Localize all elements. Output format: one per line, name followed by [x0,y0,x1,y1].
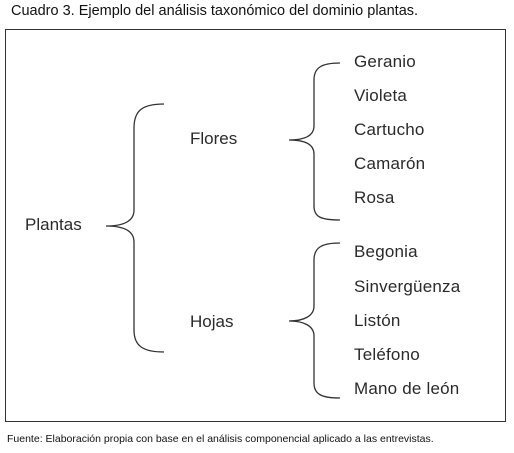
leaf-item: Mano de león [354,379,460,398]
leaf-item: Sinvergüenza [354,277,461,296]
branch-flores: Flores [190,129,238,148]
leaf-item: Rosa [354,188,395,207]
leaf-item: Violeta [354,86,408,105]
taxonomy-diagram: Plantas Flores Hojas Geranio Violeta Car… [5,29,506,422]
leaf-item: Camarón [354,154,426,173]
branch-hojas: Hojas [190,312,234,331]
leaf-item: Cartucho [354,120,425,139]
root-node: Plantas [25,215,82,234]
leaf-item: Listón [354,311,401,330]
hojas-brace [288,242,341,399]
leaf-item: Geranio [354,52,416,71]
leaf-item: Begonia [354,242,418,261]
flores-brace [288,62,341,221]
root-brace [105,103,165,353]
leaf-item: Teléfono [354,345,420,364]
source-note: Fuente: Elaboración propia con base en e… [7,433,434,445]
figure-caption: Cuadro 3. Ejemplo del análisis taxonómic… [11,3,419,19]
bracket-lines [105,62,341,399]
